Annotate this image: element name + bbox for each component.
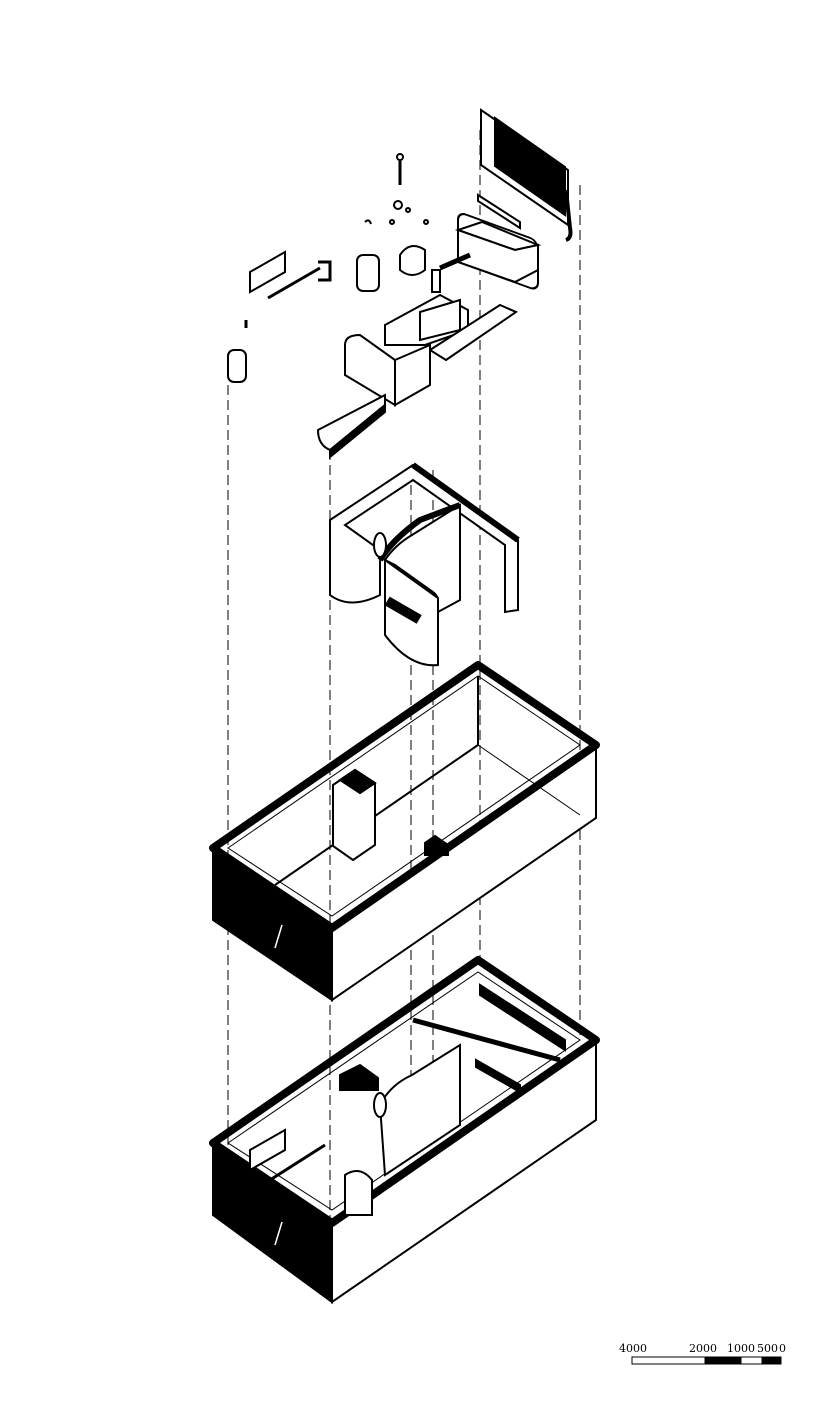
toilet <box>399 245 426 276</box>
bin <box>356 254 380 292</box>
scale-label-0: 0 <box>779 1342 786 1355</box>
alignment-dashed-lines <box>227 130 581 1220</box>
fixture-components <box>227 108 573 460</box>
shell-box-assembled <box>209 956 600 1304</box>
scale-label-500: 500 <box>757 1342 778 1355</box>
bathroom-pod-module <box>329 462 520 667</box>
mirror <box>249 250 286 294</box>
scale-label-2000: 2000 <box>689 1342 717 1355</box>
shell-box-empty <box>209 661 600 1002</box>
floor-mat <box>428 303 519 362</box>
bench <box>316 393 386 452</box>
scale-label-1000: 1000 <box>727 1342 755 1355</box>
shelf <box>477 193 521 230</box>
scale-bar <box>631 1356 782 1365</box>
door-handle-plate <box>227 349 247 383</box>
scale-label-4000: 4000 <box>619 1342 647 1355</box>
